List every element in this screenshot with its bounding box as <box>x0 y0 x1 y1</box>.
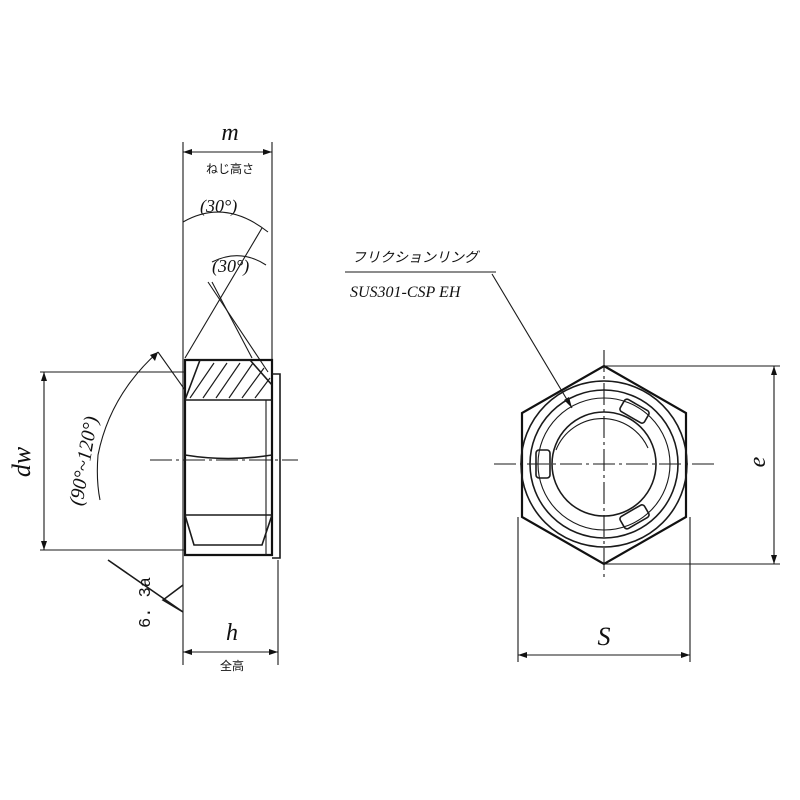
arrow-icon <box>263 149 272 155</box>
arrow-icon <box>41 372 47 381</box>
arrow-icon <box>771 366 777 375</box>
friction-tabs <box>535 398 650 530</box>
label-dw: dw <box>7 446 36 477</box>
arrow-icon <box>183 649 192 655</box>
label-thread-height: ねじ高さ <box>206 161 254 176</box>
label-friction-ring: フリクションリング <box>352 250 480 266</box>
roughness-symbol <box>107 559 184 613</box>
label-ring-material: SUS301-CSP EH <box>350 284 462 301</box>
arrow-icon <box>681 652 690 658</box>
construction-line <box>207 281 269 373</box>
label-angle-outer: (30°) <box>200 196 237 217</box>
hatched-section <box>189 362 271 399</box>
front-view: フリクションリング SUS301-CSP EH <box>345 250 780 662</box>
label-roughness: 6. 3a <box>137 577 156 628</box>
thread-arc <box>555 418 649 451</box>
arrow-icon <box>269 649 278 655</box>
label-overall-height: 全高 <box>220 658 244 673</box>
hex-bottom-chamfer <box>184 514 273 546</box>
friction-tab <box>619 398 650 424</box>
arrow-icon <box>150 352 158 361</box>
construction-line <box>184 227 263 359</box>
construction-line <box>211 281 253 359</box>
arrow-icon <box>41 541 47 550</box>
label-angle-inner: (30°) <box>212 256 249 277</box>
arrow-icon <box>771 555 777 564</box>
hex-face-curve <box>184 454 273 460</box>
angle-arc-bearing <box>96 351 159 501</box>
angle-arc-outer <box>182 211 269 233</box>
friction-tab <box>619 504 650 530</box>
side-view: m ねじ高さ (30°) (30°) <box>7 120 298 673</box>
arrow-icon <box>518 652 527 658</box>
construction-line <box>157 351 186 391</box>
label-e: e <box>745 456 771 467</box>
arrow-icon <box>183 149 192 155</box>
leader-line <box>491 273 573 409</box>
label-s: S <box>598 622 611 651</box>
angle-arc-inner <box>211 255 267 266</box>
label-h: h <box>226 620 238 646</box>
label-m: m <box>221 120 238 146</box>
nut-flange <box>272 373 281 559</box>
